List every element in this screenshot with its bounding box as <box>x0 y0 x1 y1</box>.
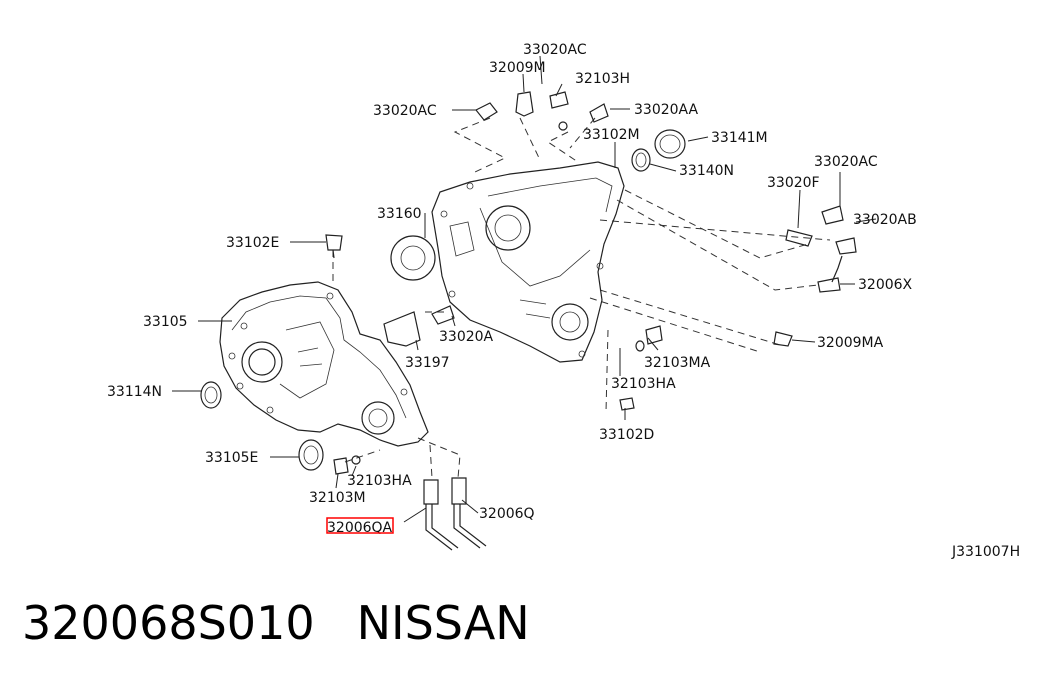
label-33020AB: 33020AB <box>853 212 917 228</box>
label-33140N: 33140N <box>679 163 734 179</box>
label-32103M: 32103M <box>309 490 366 506</box>
label-33141M: 33141M <box>711 130 768 146</box>
figure-id: J331007H <box>951 544 1020 560</box>
label-33197: 33197 <box>405 355 450 371</box>
caption-brand: NISSAN <box>356 596 530 650</box>
label-33160: 33160 <box>377 206 422 222</box>
label-33020AC-left: 33020AC <box>373 103 437 119</box>
front-case-33105 <box>219 281 429 447</box>
part-labels: 33020AC 32009M 32103H 33020AC 33020AA 33… <box>107 42 1020 560</box>
label-33102E: 33102E <box>226 235 279 251</box>
label-33102D: 33102D <box>599 427 654 443</box>
label-32103MA: 32103MA <box>644 355 711 371</box>
label-32006QA: 32006QA <box>327 520 393 536</box>
caption-part-number: 320068S010 <box>22 596 315 650</box>
label-32103HA-right: 32103HA <box>611 376 676 392</box>
label-33102M: 33102M <box>583 127 640 143</box>
leader-lines <box>172 55 877 523</box>
label-33105E: 33105E <box>205 450 258 466</box>
assembly-guide-lines <box>332 117 831 479</box>
label-33020AA: 33020AA <box>634 102 699 118</box>
label-32006Q: 32006Q <box>479 506 535 522</box>
label-33020AC-top: 33020AC <box>523 42 587 58</box>
label-32006X: 32006X <box>858 277 913 293</box>
label-33020A: 33020A <box>439 329 494 345</box>
label-32103H: 32103H <box>575 71 630 87</box>
label-32103HA-bottom: 32103HA <box>347 473 412 489</box>
components <box>200 91 857 551</box>
rear-case-33102M <box>431 161 625 363</box>
label-33114N: 33114N <box>107 384 162 400</box>
label-33020AC-right: 33020AC <box>814 154 878 170</box>
label-33105: 33105 <box>143 314 188 330</box>
label-32009MA: 32009MA <box>817 335 884 351</box>
highlight-box <box>326 517 394 534</box>
caption: 320068S010 NISSAN <box>22 596 530 650</box>
label-33020F: 33020F <box>767 175 820 191</box>
label-32009M: 32009M <box>489 60 546 76</box>
